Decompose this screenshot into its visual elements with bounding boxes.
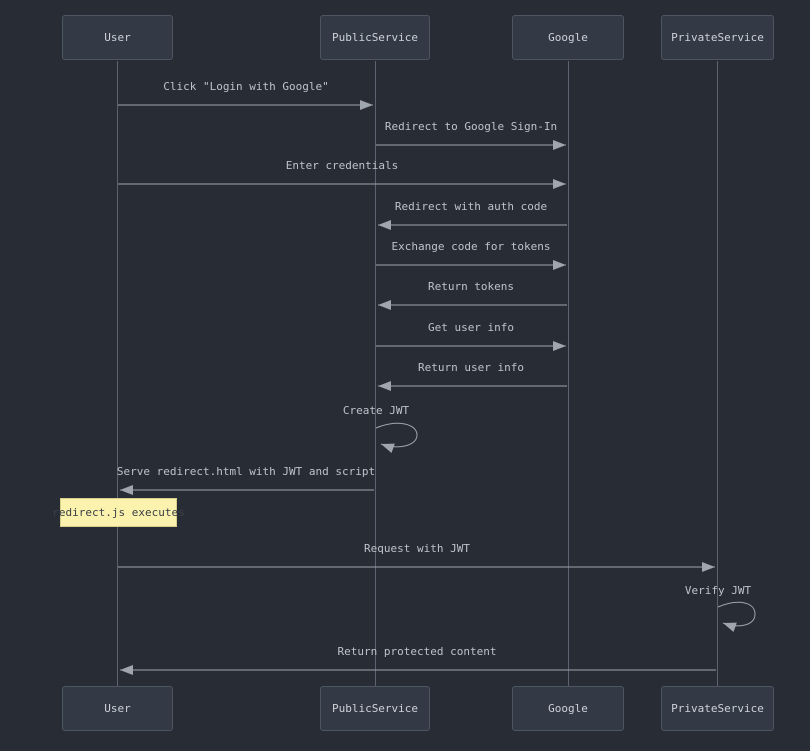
message-label: Return tokens — [427, 280, 515, 293]
note-label: redirect.js executes — [52, 506, 185, 519]
message-label: Redirect to Google Sign-In — [384, 120, 558, 133]
note-box: redirect.js executes — [52, 498, 185, 527]
actor-label: PrivateService — [671, 702, 764, 715]
actor-box-publicservice-bottom: PublicService — [320, 686, 430, 731]
actor-label: PrivateService — [671, 31, 764, 44]
message-label: Redirect with auth code — [394, 200, 548, 213]
actor-label: PublicService — [331, 31, 419, 44]
message-label: Verify JWT — [684, 584, 752, 597]
actor-box-user-bottom: User — [62, 686, 173, 731]
actor-label: Google — [548, 31, 588, 44]
actor-label: Google — [548, 702, 588, 715]
message-label: Create JWT — [342, 404, 410, 417]
actor-box-privateservice-top: PrivateService — [661, 15, 774, 60]
self-loop-verify-jwt — [717, 601, 756, 633]
actor-box-publicservice-top: PublicService — [320, 15, 430, 60]
message-label: Click "Login with Google" — [163, 80, 329, 93]
message-label: Enter credentials — [285, 159, 399, 172]
actor-box-google-top: Google — [512, 15, 624, 60]
message-label: Return user info — [418, 361, 524, 374]
message-label: Return protected content — [337, 645, 497, 658]
self-loop-create-jwt — [375, 422, 418, 454]
actor-label: PublicService — [331, 702, 419, 715]
actor-box-user-top: User — [62, 15, 173, 60]
actor-box-privateservice-bottom: PrivateService — [661, 686, 774, 731]
actor-box-google-bottom: Google — [512, 686, 624, 731]
message-label: Serve redirect.html with JWT and script — [116, 465, 376, 478]
message-label: Get user info — [427, 321, 515, 334]
actor-label: User — [104, 31, 131, 44]
message-label: Exchange code for tokens — [391, 240, 551, 253]
message-label: Request with JWT — [364, 542, 470, 555]
actor-label: User — [104, 702, 131, 715]
